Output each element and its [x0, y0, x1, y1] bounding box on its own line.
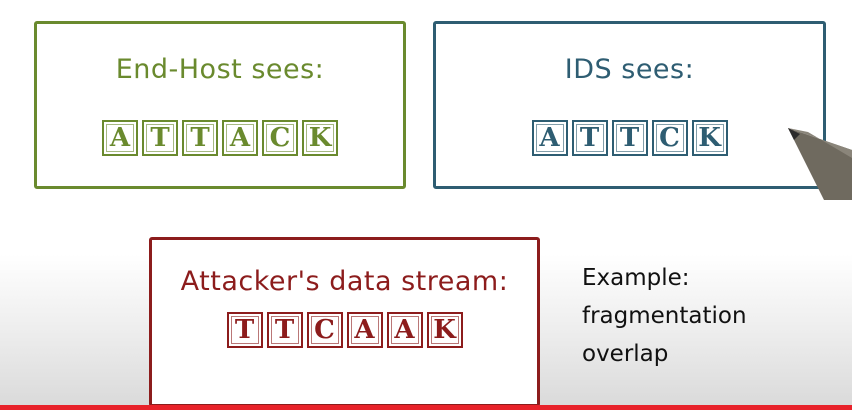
- pen-icon: [778, 110, 852, 204]
- letter-tile: T: [571, 120, 608, 156]
- letter-tile: C: [651, 120, 688, 156]
- letter-tile: K: [302, 120, 338, 156]
- letter-tile: A: [386, 312, 423, 348]
- letter-tile: K: [691, 120, 728, 156]
- attacker-title: Attacker's data stream:: [180, 266, 509, 297]
- letter-tile: T: [142, 120, 178, 156]
- letter-tile: T: [226, 312, 263, 348]
- letter-tile: K: [426, 312, 463, 348]
- ids-box: IDS sees: A T T C K: [433, 21, 826, 189]
- accent-bar: [0, 405, 852, 410]
- letter-tile: A: [531, 120, 568, 156]
- ids-tiles: A T T C K: [436, 120, 823, 156]
- letter-tile: A: [222, 120, 258, 156]
- attacker-stream-box: Attacker's data stream: T T C A A K: [149, 237, 540, 407]
- letter-tile: A: [346, 312, 383, 348]
- letter-tile: A: [102, 120, 138, 156]
- attacker-tiles: T T C A A K: [152, 312, 537, 348]
- end-host-box: End-Host sees: A T T A C K: [34, 21, 406, 189]
- example-line: overlap: [582, 341, 669, 367]
- letter-tile: T: [266, 312, 303, 348]
- end-host-tiles: A T T A C K: [37, 120, 403, 156]
- example-line: fragmentation: [582, 303, 747, 329]
- letter-tile: T: [611, 120, 648, 156]
- end-host-title: End-Host sees:: [115, 54, 325, 85]
- example-note: Example: fragmentation overlap: [582, 259, 747, 373]
- letter-tile: C: [306, 312, 343, 348]
- letter-tile: C: [262, 120, 298, 156]
- example-line: Example:: [582, 265, 690, 291]
- ids-title: IDS sees:: [564, 54, 695, 85]
- letter-tile: T: [182, 120, 218, 156]
